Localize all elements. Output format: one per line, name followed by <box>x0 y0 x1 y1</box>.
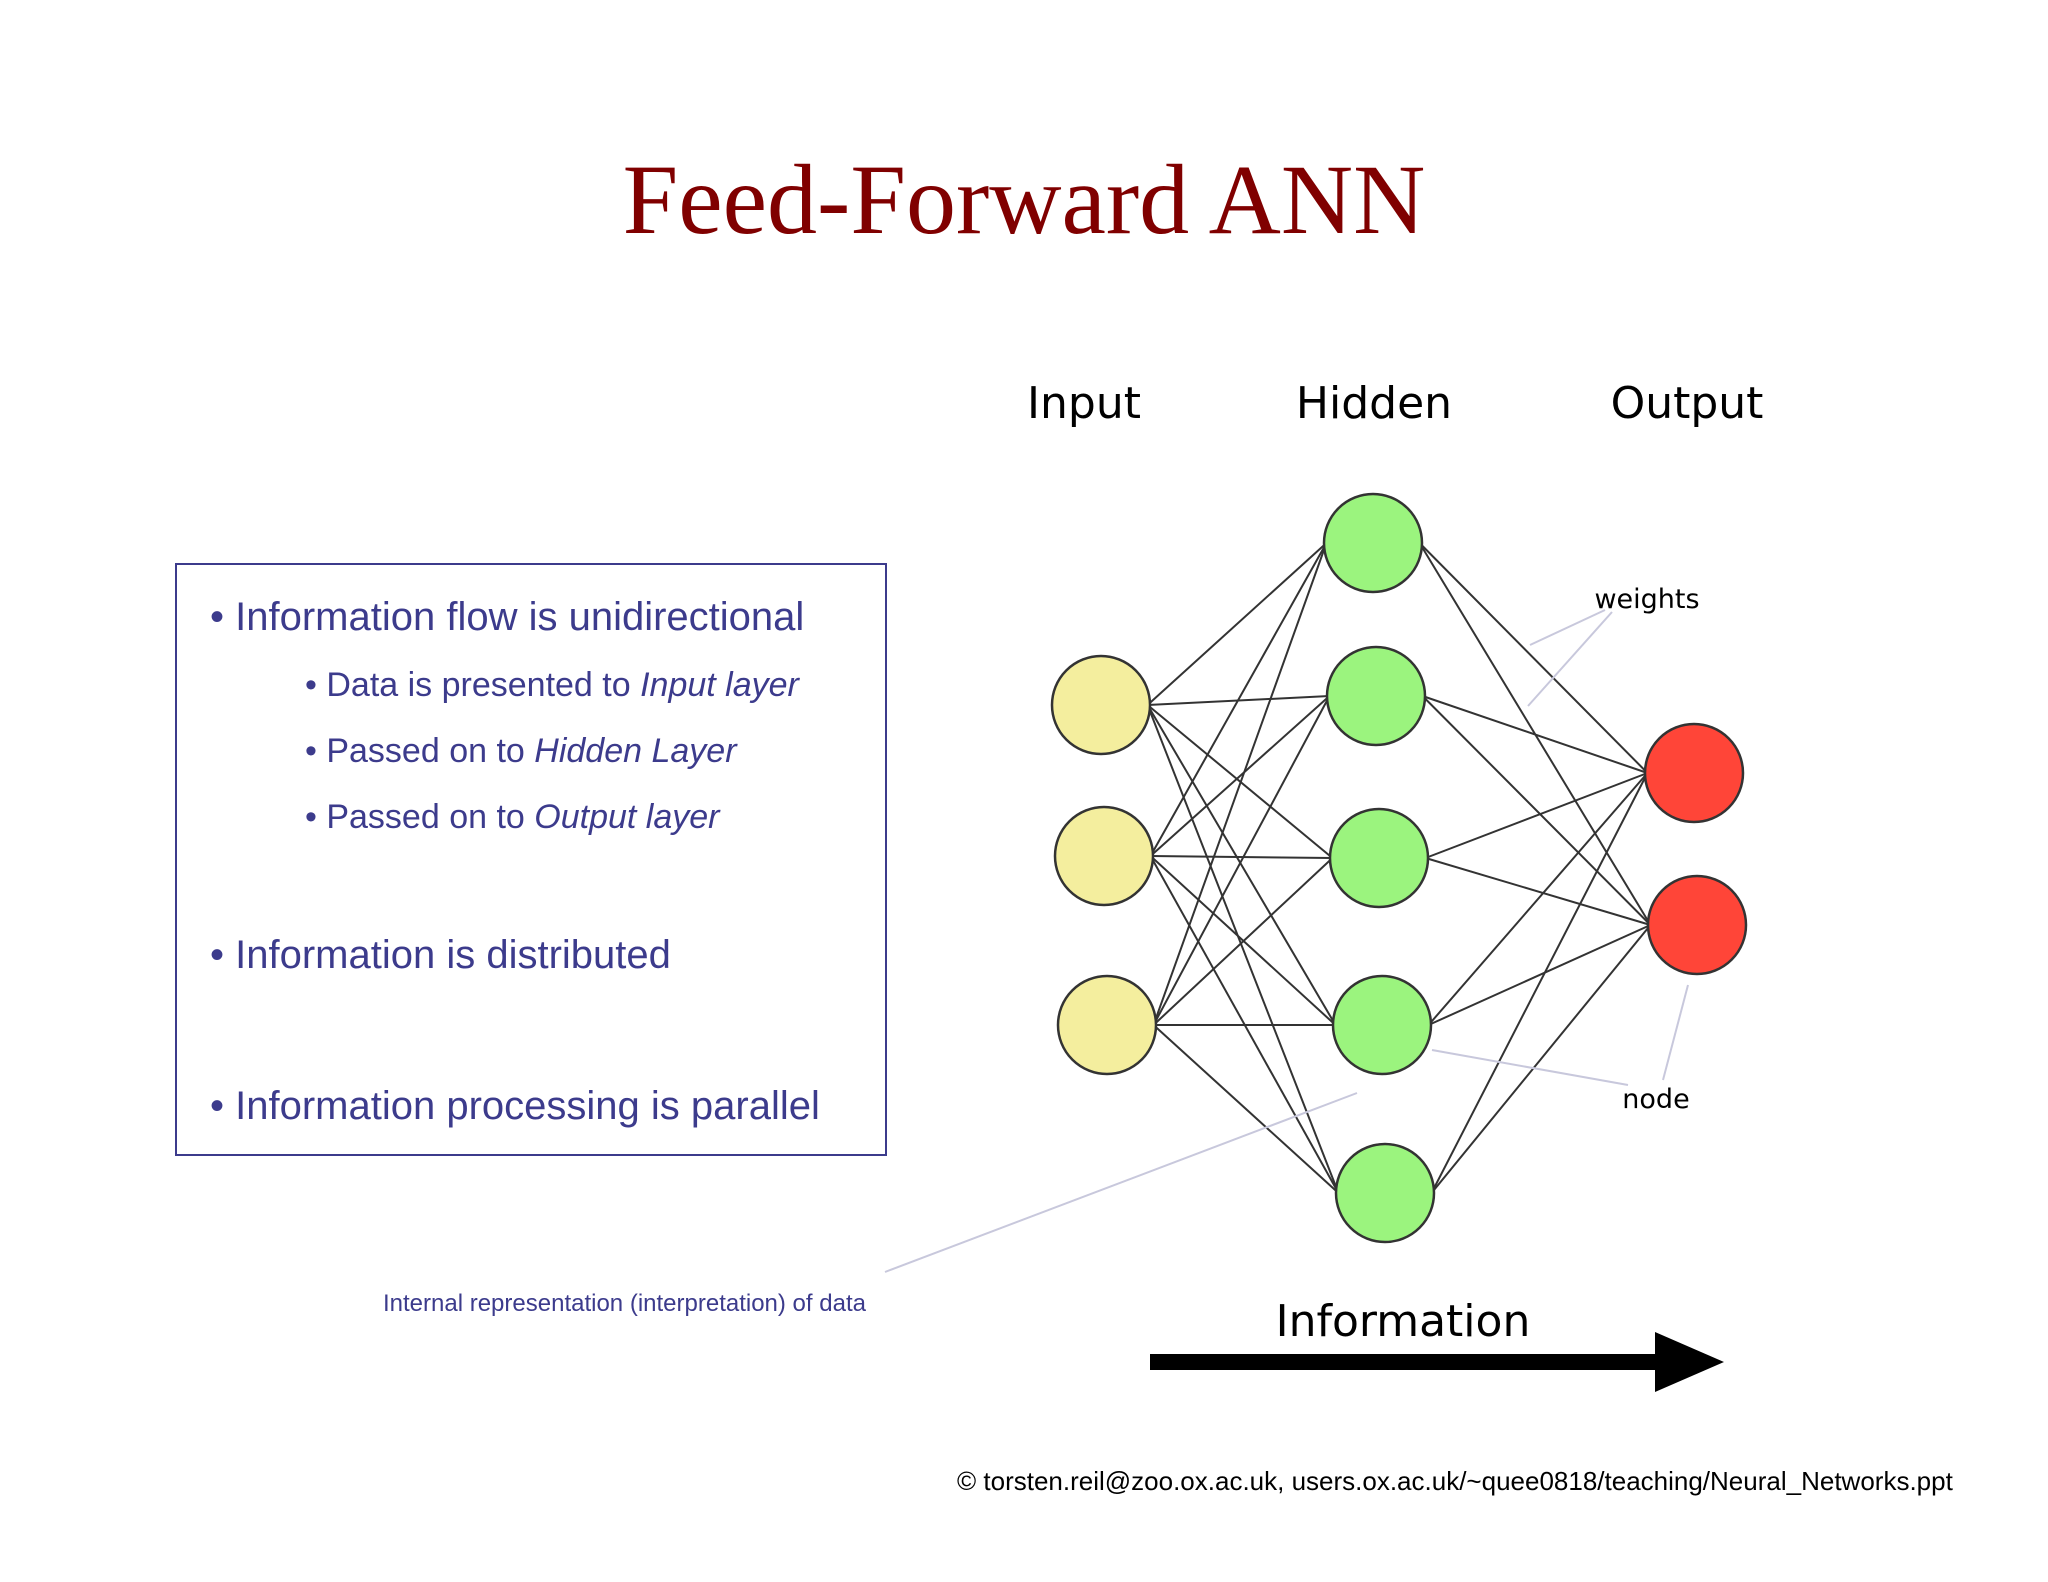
hidden-node <box>1331 974 1433 1076</box>
subbullet-emphasis: Hidden Layer <box>534 732 737 770</box>
output-node <box>1643 722 1745 824</box>
subbullet-text: • Passed on to <box>305 732 535 770</box>
bullet-unidirectional: • Information flow is unidirectional <box>210 595 805 639</box>
weight-edge <box>1422 695 1648 774</box>
weight-edge <box>1149 542 1328 857</box>
weight-edge <box>1430 924 1652 1194</box>
input-node <box>1053 805 1155 907</box>
subbullet-text: • Data is presented to <box>305 666 641 704</box>
weight-edge <box>1418 542 1649 774</box>
weight-edge <box>1428 924 1651 1026</box>
layer-label-output: Output <box>1611 378 1764 429</box>
credit-line: © torsten.reil@zoo.ox.ac.uk, users.ox.ac… <box>957 1466 1953 1496</box>
layer-label-input: Input <box>1027 378 1141 429</box>
weights-label: weights <box>1594 584 1699 615</box>
weight-edge <box>1425 857 1651 926</box>
weight-edge <box>1146 542 1328 706</box>
slide-title: Feed-Forward ANN <box>622 144 1426 255</box>
flow-arrow-shaft <box>1150 1354 1660 1370</box>
subbullet-input-layer: • Data is presented to Input layer <box>305 668 799 702</box>
weights-pointer <box>1529 609 1606 646</box>
layer-label-hidden: Hidden <box>1296 378 1452 429</box>
weight-edge <box>1150 855 1333 859</box>
bullet-distributed: • Information is distributed <box>210 933 671 977</box>
weight-edge <box>1152 542 1328 1026</box>
output-node <box>1646 874 1748 976</box>
weight-edge <box>1149 695 1331 857</box>
subbullet-emphasis: Input layer <box>640 666 799 704</box>
network-nodes <box>1050 492 1748 1244</box>
bullet-box: • Information flow is unidirectional • D… <box>175 563 887 1156</box>
weight-edge <box>1152 695 1331 1026</box>
weight-edge <box>1421 695 1652 926</box>
weights-pointer <box>1527 611 1613 707</box>
hidden-node <box>1328 807 1430 909</box>
hidden-node <box>1322 492 1424 594</box>
caption-pointer <box>884 1092 1358 1273</box>
weight-edge <box>1146 704 1337 1026</box>
subbullet-output-layer: • Passed on to Output layer <box>305 800 720 834</box>
weight-edge <box>1152 857 1334 1026</box>
weight-edge <box>1430 772 1649 1194</box>
node-pointer <box>1431 1049 1629 1086</box>
hidden-node <box>1325 645 1427 747</box>
node-label: node <box>1622 1084 1689 1115</box>
hidden-layer-caption: Internal representation (interpretation)… <box>383 1290 866 1317</box>
subbullet-hidden-layer: • Passed on to Hidden Layer <box>305 734 737 768</box>
flow-label: Information <box>1276 1296 1531 1347</box>
node-pointer <box>1662 984 1689 1081</box>
subbullet-text: • Passed on to <box>305 798 535 836</box>
bullet-parallel: • Information processing is parallel <box>210 1084 820 1128</box>
annotation-pointers <box>884 609 1689 1273</box>
input-node <box>1056 974 1158 1076</box>
weight-edges <box>1146 542 1652 1194</box>
flow-arrow-head-icon <box>1655 1332 1724 1392</box>
subbullet-emphasis: Output layer <box>534 798 720 836</box>
hidden-node <box>1334 1142 1436 1244</box>
weight-edge <box>1427 772 1649 1026</box>
input-node <box>1050 654 1152 756</box>
weight-edge <box>1152 1024 1340 1194</box>
weight-edge <box>1425 772 1648 859</box>
